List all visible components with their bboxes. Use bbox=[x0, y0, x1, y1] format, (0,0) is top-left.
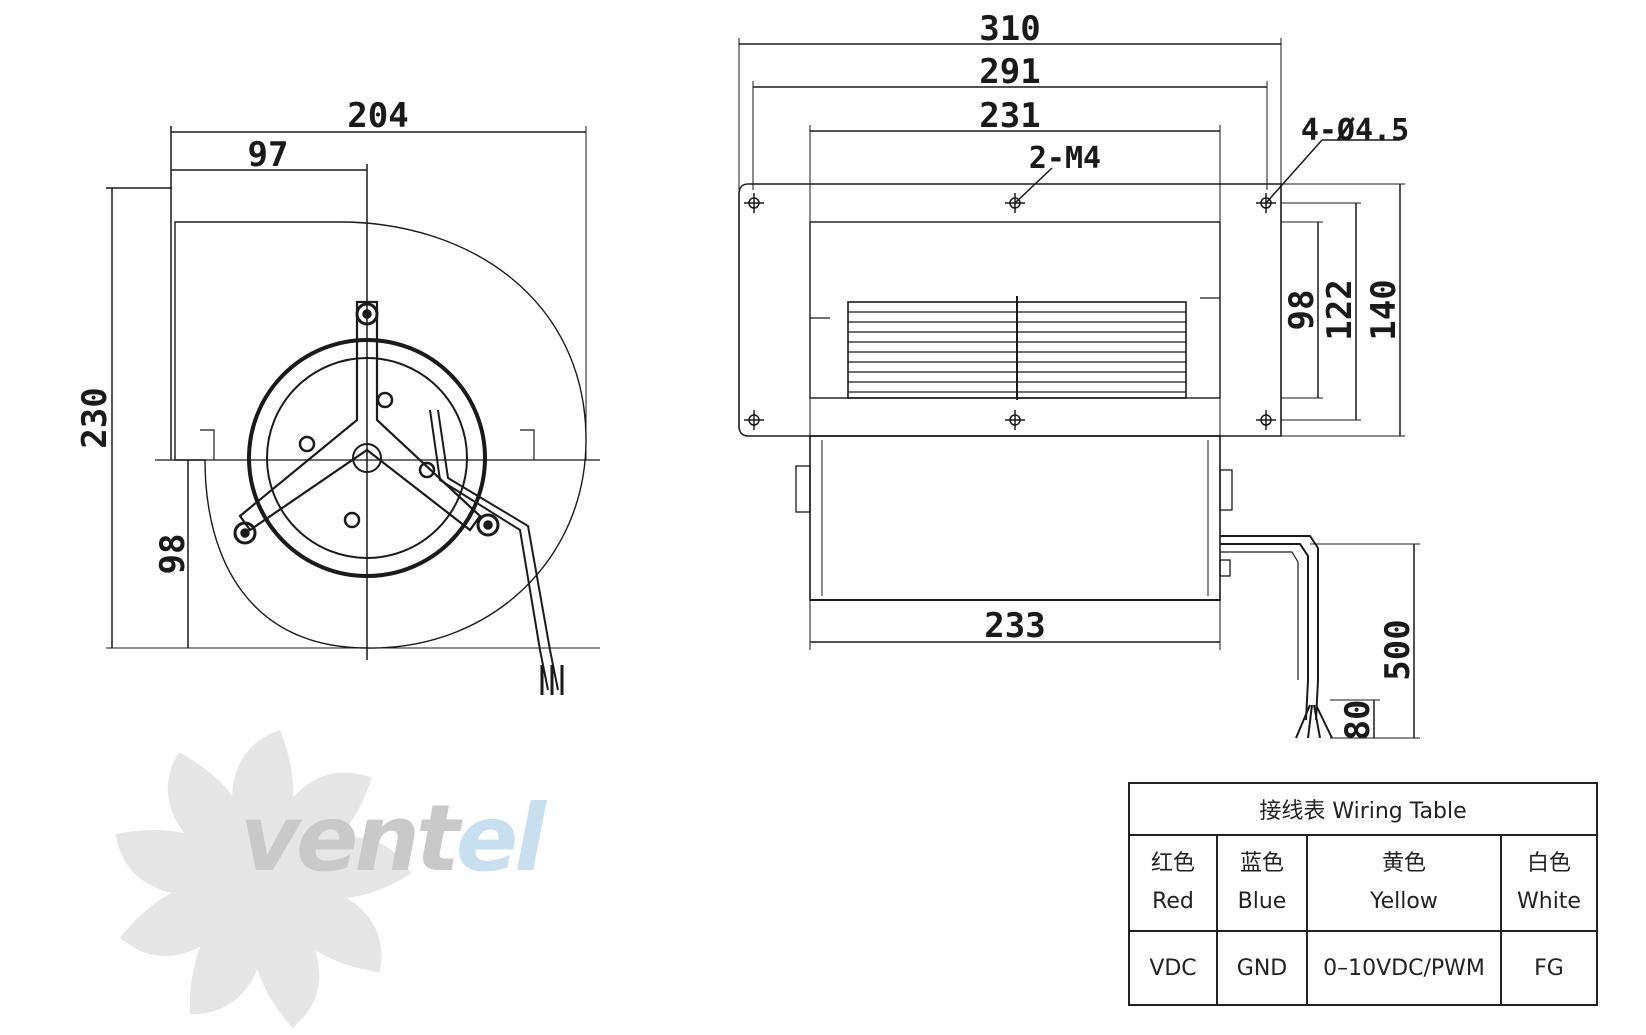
wire-function: VDC bbox=[1128, 930, 1218, 1006]
wiring-table-title: 接线表 Wiring Table bbox=[1128, 782, 1598, 836]
mount-screw-icon bbox=[476, 513, 500, 537]
brand-watermark: ventel bbox=[240, 785, 547, 892]
wire-color-en: Red bbox=[1152, 889, 1194, 914]
dim-h140: 140 bbox=[1364, 279, 1404, 340]
wire-color-header: 蓝色 Blue bbox=[1216, 834, 1308, 932]
wire-color-en: Blue bbox=[1237, 889, 1287, 914]
dim-lead-length: 80 bbox=[1338, 700, 1378, 741]
dim-w310: 310 bbox=[979, 9, 1040, 49]
dim-axis-height: 98 bbox=[153, 534, 193, 575]
callout-mount-holes: 4-Ø4.5 bbox=[1301, 113, 1409, 148]
mount-screw-icon bbox=[355, 302, 379, 326]
wire-function: FG bbox=[1500, 930, 1598, 1006]
wire-leads-icon bbox=[540, 665, 564, 695]
wire-color-header: 黄色 Yellow bbox=[1306, 834, 1502, 932]
wire-color-en: White bbox=[1517, 889, 1581, 914]
mount-hole-icon bbox=[744, 193, 764, 213]
brand-main: vent bbox=[240, 785, 463, 892]
dim-w233: 233 bbox=[984, 606, 1045, 646]
front-view bbox=[106, 126, 600, 695]
watermark: ventel bbox=[115, 730, 551, 1028]
dim-offset-width: 97 bbox=[248, 135, 289, 175]
wire-color-header: 红色 Red bbox=[1128, 834, 1218, 932]
callout-screw-holes: 2-M4 bbox=[1029, 141, 1101, 176]
dim-h98: 98 bbox=[1282, 290, 1322, 331]
dim-height: 230 bbox=[75, 387, 115, 448]
wire-color-cn: 红色 bbox=[1150, 851, 1195, 876]
wire-leads-icon bbox=[1295, 704, 1333, 739]
wiring-table: 接线表 Wiring Table 红色 Red 蓝色 Blue 黄色 Yello… bbox=[1128, 782, 1598, 1006]
wire-color-cn: 黄色 bbox=[1381, 851, 1426, 876]
dim-cable-length: 500 bbox=[1378, 619, 1418, 680]
wire-color-en: Yellow bbox=[1370, 889, 1438, 914]
mount-hole-icon bbox=[1256, 410, 1276, 430]
dim-h122: 122 bbox=[1320, 279, 1360, 340]
wire-function: GND bbox=[1216, 930, 1308, 1006]
brand-accent: el bbox=[456, 785, 547, 892]
wire-function: 0–10VDC/PWM bbox=[1306, 930, 1502, 1006]
wire-color-header: 白色 White bbox=[1500, 834, 1598, 932]
dim-overall-width: 204 bbox=[347, 96, 408, 136]
screw-hole-icon bbox=[1005, 410, 1025, 430]
side-view bbox=[738, 38, 1420, 739]
mount-hole-icon bbox=[744, 410, 764, 430]
wire-color-cn: 蓝色 bbox=[1239, 851, 1284, 876]
dim-w291: 291 bbox=[979, 52, 1040, 92]
mount-screw-icon bbox=[233, 521, 257, 545]
dim-w231: 231 bbox=[979, 96, 1040, 136]
fan-blade-logo-icon bbox=[115, 730, 412, 1028]
wire-color-cn: 白色 bbox=[1526, 851, 1571, 876]
